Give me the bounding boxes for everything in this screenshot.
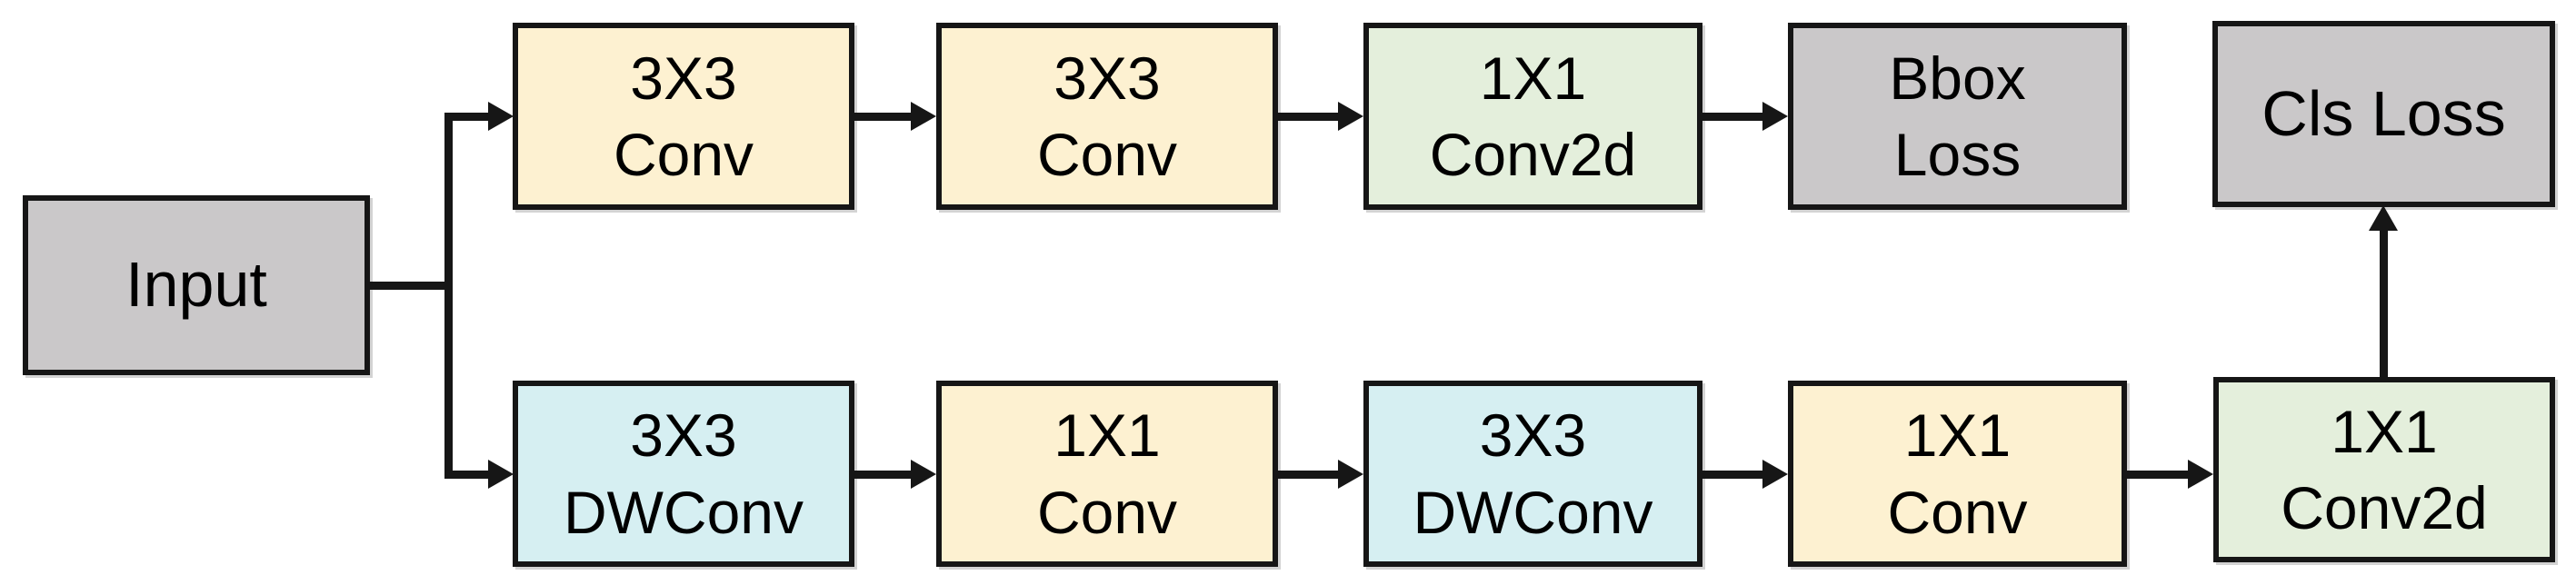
arrowhead-bot-4-5: [2188, 460, 2213, 489]
arrowhead-top-1-2: [911, 102, 936, 131]
arrowhead-into-top-conv3x3-1: [488, 102, 514, 131]
edge-top-1-2: [853, 113, 913, 121]
node-top-conv2d1x1: 1X1 Conv2d: [1363, 23, 1702, 210]
arrowhead-top-2-3: [1338, 102, 1363, 131]
node-top-conv3x3-2: 3X3 Conv: [936, 23, 1278, 210]
edge-top-2-3: [1276, 113, 1340, 121]
arrowhead-into-bot-dwconv3x3-1: [488, 460, 514, 489]
node-cls-loss: Cls Loss: [2212, 21, 2555, 207]
arrowhead-top-3-4: [1762, 102, 1788, 131]
arrowhead-bot-2-3: [1338, 460, 1363, 489]
edge-bot-2-3: [1276, 471, 1340, 479]
arrowhead-into-cls-loss: [2369, 205, 2398, 231]
edge-top-3-4: [1701, 113, 1764, 121]
arrowhead-bot-1-2: [911, 460, 936, 489]
node-bot-conv2d1x1: 1X1 Conv2d: [2213, 377, 2555, 562]
edge-bot-1-2: [853, 471, 913, 479]
node-bbox-loss: Bbox Loss: [1788, 23, 2127, 210]
edge-branch-top: [444, 113, 489, 121]
edge-branch-spine: [444, 113, 453, 479]
edge-bot-4-5: [2125, 471, 2190, 479]
node-bot-dwconv3x3-2: 3X3 DWConv: [1363, 381, 1702, 567]
node-bot-dwconv3x3-1: 3X3 DWConv: [513, 381, 854, 567]
node-input: Input: [23, 195, 370, 375]
edge-input-stub: [366, 282, 453, 290]
node-bot-conv1x1-1: 1X1 Conv: [936, 381, 1278, 567]
arrowhead-bot-3-4: [1762, 460, 1788, 489]
edge-bot5-clsloss: [2380, 227, 2388, 377]
edge-branch-bottom: [444, 471, 489, 479]
node-bot-conv1x1-2: 1X1 Conv: [1788, 381, 2127, 567]
node-top-conv3x3-1: 3X3 Conv: [513, 23, 854, 210]
edge-bot-3-4: [1701, 471, 1764, 479]
